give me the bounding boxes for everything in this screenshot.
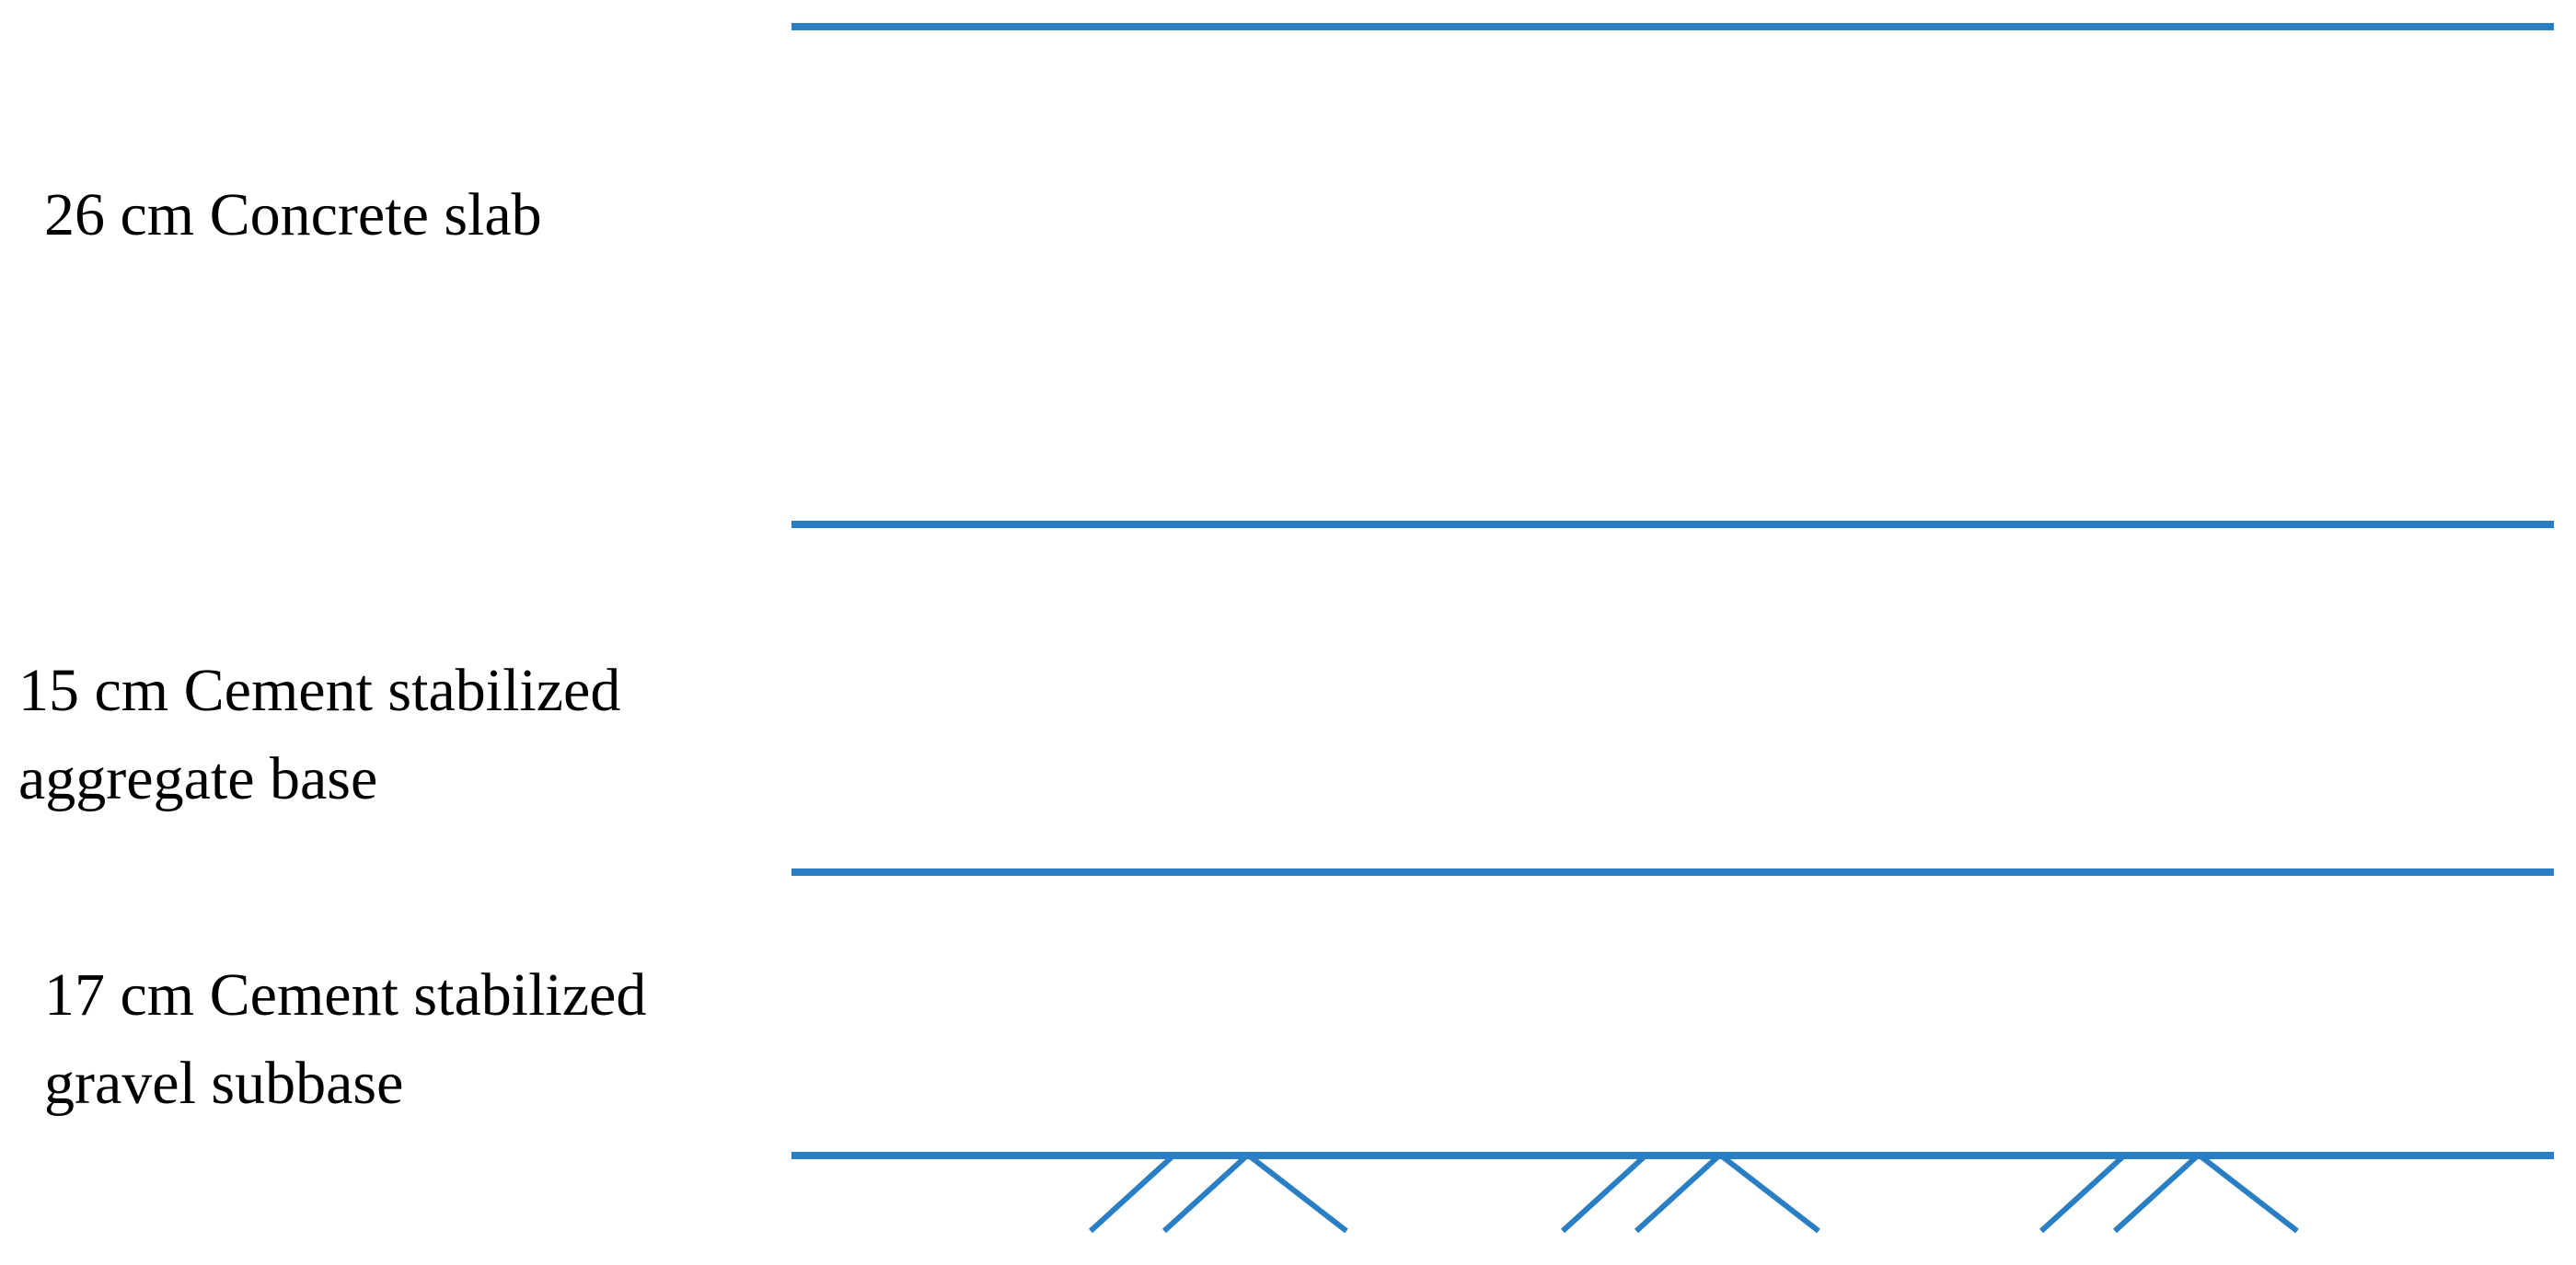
layer-thickness: 17 cm	[44, 961, 195, 1029]
subgrade-hatch-stroke	[2198, 1153, 2299, 1234]
subgrade-hatch-stroke	[1088, 1153, 1176, 1234]
subgrade-hatch-stroke	[2039, 1153, 2127, 1234]
subgrade-hatch-stroke	[1560, 1153, 1648, 1234]
layer-material: Cement stabilized	[209, 961, 647, 1029]
layer-material: Cement stabilized	[183, 657, 621, 724]
subgrade-hatch-stroke	[1634, 1153, 1722, 1234]
subgrade-hatch-stroke	[1719, 1153, 1820, 1234]
layer-label-line-2: aggregate base	[18, 745, 378, 812]
layer-label-line-2: gravel subbase	[44, 1050, 404, 1117]
layer-boundaries	[791, 23, 2554, 1159]
layer-thickness: 15 cm	[18, 657, 169, 724]
subgrade-hatch-marks	[1088, 1153, 2299, 1234]
layer-thickness: 26 cm	[44, 181, 195, 248]
layer-material: Concrete slab	[209, 181, 542, 248]
subgrade-hatch-stroke	[2112, 1153, 2201, 1234]
subgrade-hatch-stroke	[1247, 1153, 1348, 1234]
subgrade-hatch-stroke	[1161, 1153, 1250, 1234]
